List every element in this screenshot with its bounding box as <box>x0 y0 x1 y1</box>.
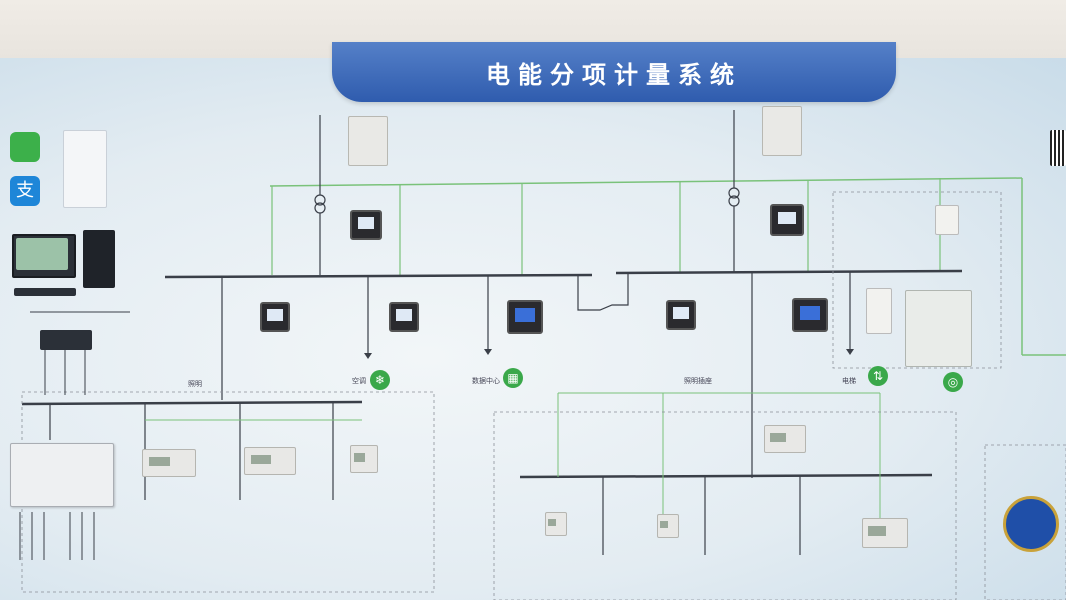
water-sensor-icon: ◎ <box>943 372 963 392</box>
tie-breaker <box>578 273 628 310</box>
main-bus-left <box>165 275 592 277</box>
panel-meter-7 <box>792 298 828 332</box>
label-datacenter: 数据中心 <box>472 376 500 386</box>
din-meter-4 <box>764 425 806 453</box>
energy-meter-top-left <box>348 116 388 166</box>
panel-meter-3 <box>260 302 290 332</box>
app-screenshot <box>63 130 107 208</box>
keyboard <box>14 288 76 296</box>
sub-bus-right <box>520 475 932 477</box>
ac-icon: ❄ <box>370 370 390 390</box>
alipay-icon: 支 <box>10 176 40 206</box>
label-lighting-socket: 照明插座 <box>684 376 712 386</box>
panel-meter-6 <box>666 300 696 330</box>
gateway-device <box>40 330 92 350</box>
din-meter-5 <box>862 518 908 548</box>
din-meter-7 <box>657 514 679 538</box>
label-elevator: 电梯 <box>842 376 856 386</box>
elevator-icon: ⇅ <box>868 366 888 386</box>
green-feed-top <box>270 178 1022 186</box>
din-meter-3 <box>350 445 378 473</box>
panel-meter-2 <box>770 204 804 236</box>
label-lighting: 照明 <box>188 379 202 389</box>
label-ac: 空调 <box>352 376 366 386</box>
din-meter-1 <box>142 449 196 477</box>
sub-bus-left <box>22 402 362 404</box>
ct-sensor-group <box>905 290 972 367</box>
din-meter-2 <box>244 447 296 475</box>
panel-meter-4 <box>389 302 419 332</box>
datacenter-icon: ▦ <box>503 368 523 388</box>
panel-meter-5 <box>507 300 543 334</box>
breaker-group-left <box>20 512 94 560</box>
water-meter <box>1003 496 1059 552</box>
panel-meter-1 <box>350 210 382 240</box>
dashed-region-right <box>494 412 956 600</box>
qr-code <box>1050 130 1066 166</box>
main-bus-right <box>616 271 962 273</box>
monitor-screen <box>16 238 68 270</box>
pc-tower <box>83 230 115 288</box>
wechat-icon <box>10 132 40 162</box>
energy-meter-top-right <box>762 106 802 156</box>
din-meter-6 <box>545 512 567 536</box>
distribution-cabinet <box>10 443 114 507</box>
wireless-gateway <box>935 205 959 235</box>
wireless-meter <box>866 288 892 334</box>
